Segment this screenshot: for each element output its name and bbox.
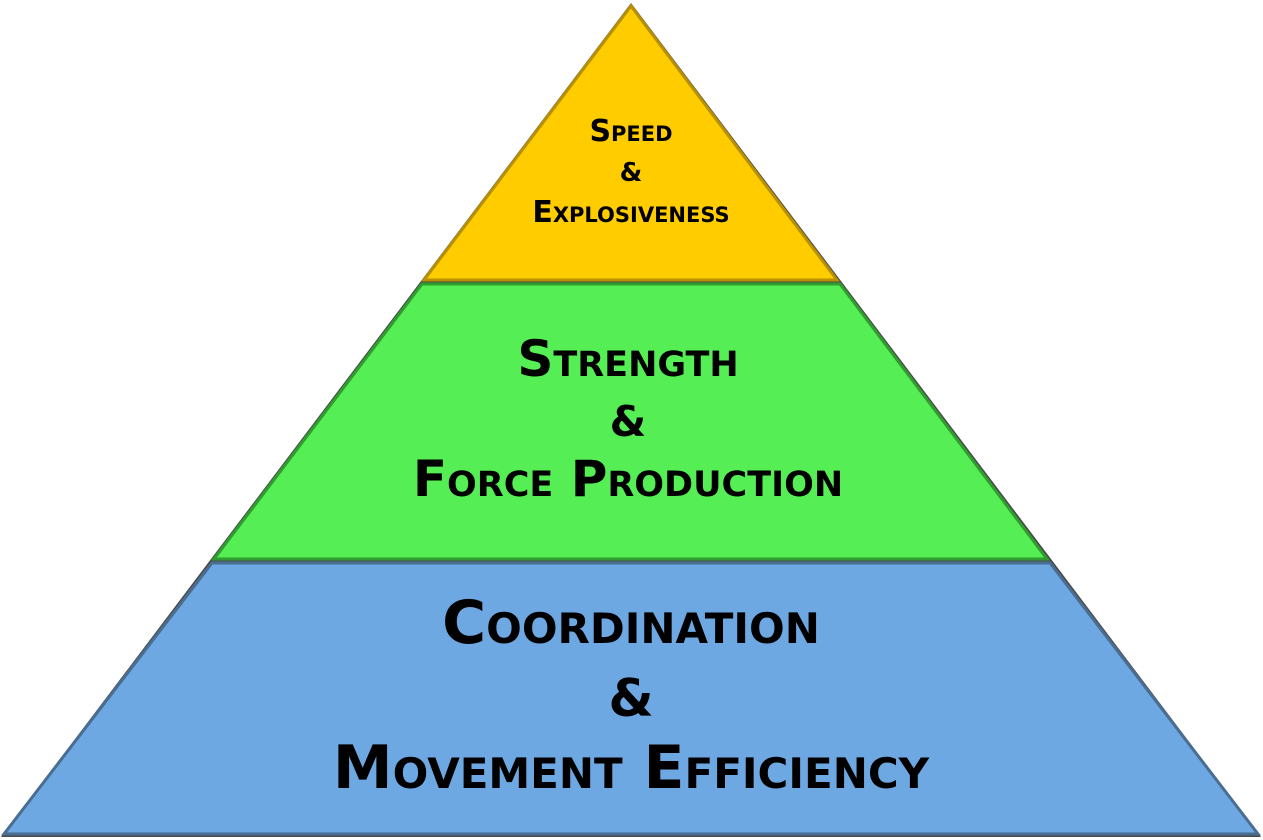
tier-middle-strength-force xyxy=(210,282,1051,561)
tier-middle-line3: Force Production xyxy=(413,450,843,508)
tier-bottom-line2: & xyxy=(608,669,653,729)
tier-top-line3: Explosiveness xyxy=(532,195,729,230)
tier-middle-line1: Strength xyxy=(517,330,738,388)
tier-bottom-coordination-movement xyxy=(0,561,1262,836)
tier-bottom-line3: Movement Efficiency xyxy=(333,733,930,803)
tier-middle-line2: & xyxy=(610,397,647,446)
tier-top-line2: & xyxy=(620,158,643,188)
tier-top-line1: Speed xyxy=(589,114,672,149)
tier-bottom-line1: Coordination xyxy=(442,588,820,658)
tier-top-speed-explosiveness xyxy=(420,3,841,282)
